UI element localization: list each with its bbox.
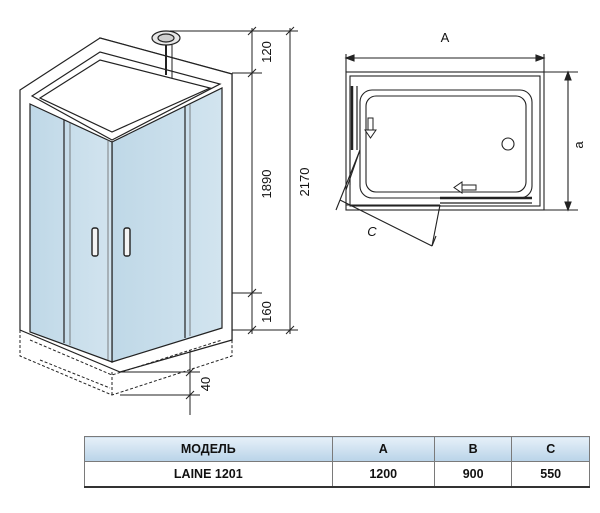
- table-row: LAINE 1201 1200 900 550: [84, 461, 590, 488]
- door-direction-arrow-down: [364, 117, 377, 139]
- header-c: C: [511, 436, 590, 462]
- table-header-row: МОДЕЛЬ A B C: [84, 436, 590, 462]
- height-dimensions: [120, 26, 298, 415]
- cabin-plan-view: [335, 54, 578, 247]
- dim-panel-height: 1890: [259, 170, 274, 199]
- dim-foot-height: 40: [198, 377, 213, 391]
- header-model: МОДЕЛЬ: [84, 436, 333, 462]
- header-b: B: [433, 436, 513, 462]
- shower-tray: [19, 330, 233, 396]
- dim-total-height: 2170: [297, 168, 312, 197]
- drain-icon: [501, 137, 515, 151]
- header-a: A: [331, 436, 435, 462]
- dim-door-label: C: [367, 224, 377, 239]
- dim-base-height: 160: [259, 301, 274, 323]
- door-handle-left: [91, 227, 99, 257]
- door-handle-right: [123, 227, 131, 257]
- shower-cabin-drawing: 120 1890 2170 160 40: [19, 26, 586, 415]
- specification-table: МОДЕЛЬ A B C LAINE 1201 1200 900 550: [84, 436, 590, 488]
- dim-depth-label: a: [571, 141, 586, 149]
- cell-a: 1200: [331, 461, 435, 488]
- cell-c: 550: [511, 461, 590, 488]
- front-glass-panel: [29, 103, 113, 363]
- cabin-3d-view: [19, 30, 233, 396]
- door-direction-arrow-left: [453, 181, 477, 194]
- dim-width-label: A: [441, 30, 450, 45]
- cell-model: LAINE 1201: [84, 461, 333, 488]
- dim-top-height: 120: [259, 41, 274, 63]
- cell-b: 900: [433, 461, 513, 488]
